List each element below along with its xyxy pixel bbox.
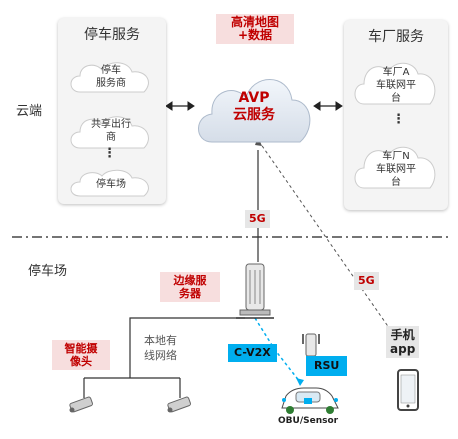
cloud-shape-icon [354, 146, 436, 189]
parking-lot-cloud: 停车场 [66, 166, 156, 200]
oem-a-cloud: 车厂A 车联网平 台 [350, 56, 442, 110]
oem-a-label: 车厂A 车联网平 台 [376, 67, 416, 104]
rsu-label: RSU [306, 356, 348, 376]
oem-service-ellipsis: ⋮ [392, 112, 405, 127]
shared-mobility-label: 共享出行 商 [91, 119, 131, 143]
oem-n-cloud: 车厂N 车联网平 台 [350, 140, 442, 194]
local-network-label: 本地有 线网络 [144, 334, 177, 362]
cv2x-label: C-V2X [228, 344, 277, 362]
parking-lot-label: 停车场 [96, 179, 126, 190]
parking-provider-cloud: 停车 服务商 [66, 56, 156, 98]
avp-cloud-service: AVP 云服务 [192, 60, 316, 154]
avp-cloud-icon [198, 79, 311, 143]
parking-provider-label: 停车 服务商 [96, 65, 126, 89]
cloud-shape-icon [70, 169, 149, 197]
arrow-parking-avp [165, 101, 195, 111]
cloud-shape-icon [70, 116, 149, 149]
parking-service-ellipsis: ⋮ [103, 146, 116, 161]
obu-sensor-label: OBU/Sensor [278, 416, 339, 426]
smart-camera-label: 智能摄 像头 [52, 340, 110, 370]
shared-mobility-cloud: 共享出行 商 [66, 110, 156, 154]
arrow-avp-oem [313, 101, 343, 111]
5g-phone-link-label: 5G [354, 272, 379, 290]
cloud-shape-icon [354, 62, 436, 105]
oem-n-label: 车厂N 车联网平 台 [376, 151, 416, 188]
edge-server-label: 边缘服 务器 [160, 272, 220, 302]
local-network-lines [83, 317, 245, 398]
phone-app-label: 手机 app [386, 326, 420, 358]
avp-cloud-label: AVP 云服务 [233, 90, 275, 123]
5g-edge-link-label: 5G [245, 210, 270, 228]
hd-map-data-label: 高清地图 +数据 [216, 14, 294, 44]
oem-service-title: 车厂服务 [368, 29, 424, 45]
parking-service-title: 停车服务 [84, 27, 140, 43]
zone-label-parking: 停车场 [28, 264, 68, 279]
zone-label-cloud: 云端 [16, 104, 43, 119]
cloud-shape-icon [70, 62, 149, 93]
